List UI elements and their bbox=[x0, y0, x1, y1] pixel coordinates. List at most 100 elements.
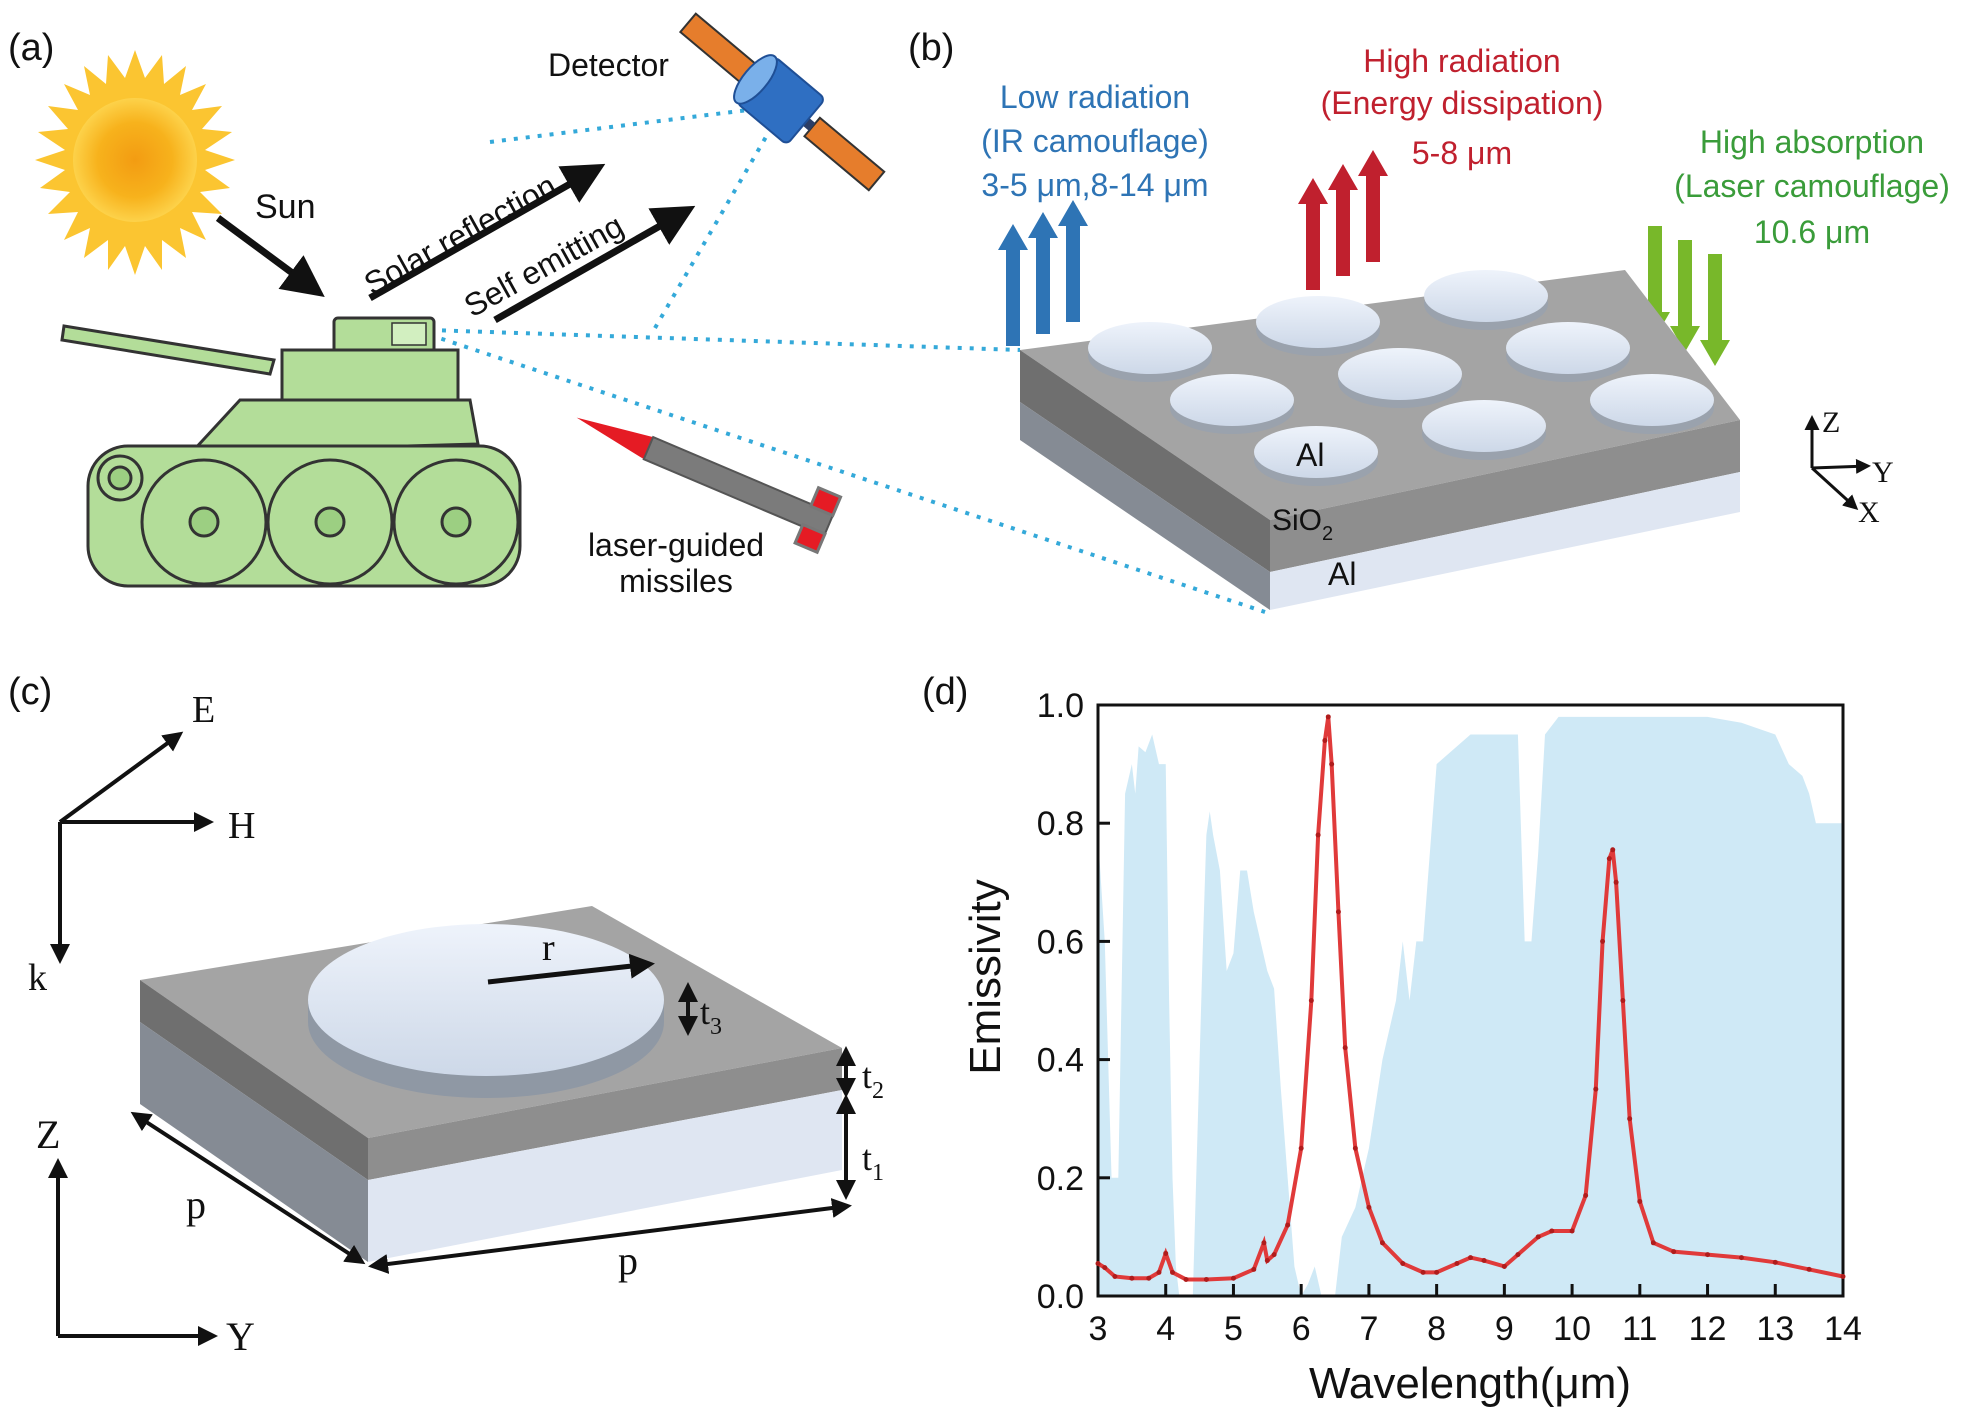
emissivity-point bbox=[1400, 1260, 1406, 1266]
emissivity-point bbox=[1322, 737, 1328, 743]
emissivity-line bbox=[1096, 716, 1844, 1282]
radius-arrow bbox=[487, 953, 655, 985]
sun-arrow bbox=[215, 215, 325, 297]
panel-c-label: (c) bbox=[8, 671, 52, 713]
disk bbox=[1170, 374, 1294, 434]
layer-al-top: Al bbox=[1296, 437, 1324, 473]
y-tick-label: 0.4 bbox=[1037, 1042, 1084, 1080]
detection-lines bbox=[429, 108, 1266, 614]
x-tick-label: 7 bbox=[1359, 1310, 1378, 1348]
x-tick-label: 13 bbox=[1756, 1310, 1794, 1348]
emissivity-point bbox=[1468, 1255, 1473, 1261]
x-tick-label: 8 bbox=[1427, 1310, 1446, 1348]
emissivity-point bbox=[1183, 1276, 1189, 1282]
axis-b-y: Y bbox=[1872, 456, 1894, 489]
emissivity-point bbox=[1535, 1234, 1541, 1240]
sun-icon bbox=[35, 50, 235, 275]
emissivity-point bbox=[1549, 1228, 1555, 1234]
t3-label: t3 bbox=[700, 992, 722, 1040]
emissivity-point bbox=[1298, 1145, 1304, 1151]
slab-sio2-right bbox=[1270, 420, 1740, 572]
x-tick-label: 12 bbox=[1689, 1310, 1727, 1348]
axis-c-y: Y bbox=[226, 1314, 255, 1359]
emissivity-point bbox=[1515, 1252, 1521, 1258]
emissivity-point bbox=[1434, 1269, 1440, 1275]
emissivity-point bbox=[1806, 1266, 1812, 1272]
slab-al-front bbox=[1020, 402, 1270, 610]
svg-text:(Energy dissipation): (Energy dissipation) bbox=[1321, 85, 1604, 121]
period-label-bottom: p bbox=[618, 1238, 638, 1283]
emissivity-point bbox=[1593, 1086, 1599, 1092]
emissivity-point bbox=[1481, 1258, 1487, 1264]
axis-c-z: Z bbox=[36, 1112, 60, 1157]
emissivity-point bbox=[1095, 1260, 1101, 1266]
layer-al-bottom: Al bbox=[1328, 556, 1356, 592]
emissivity-point bbox=[1163, 1250, 1169, 1256]
solar-reflection-arrow bbox=[368, 163, 606, 302]
al-disks bbox=[1088, 270, 1714, 486]
svg-text:SiO2: SiO2 bbox=[1272, 504, 1333, 545]
emissivity-point bbox=[1329, 761, 1335, 767]
y-tick-label: 1.0 bbox=[1037, 687, 1084, 725]
emissivity-point bbox=[1102, 1265, 1108, 1271]
emissivity-point bbox=[1156, 1269, 1162, 1275]
layer-sio2-label: SiO2 bbox=[1272, 504, 1333, 545]
axis-b-z: Z bbox=[1822, 406, 1840, 439]
missile-label-1: laser-guided bbox=[588, 527, 764, 563]
emissivity-point bbox=[1610, 847, 1616, 853]
disk bbox=[1506, 322, 1630, 382]
emissivity-point bbox=[1840, 1273, 1846, 1279]
x-tick-label: 10 bbox=[1553, 1310, 1591, 1348]
emissivity-point bbox=[1613, 879, 1619, 885]
x-tick-label: 9 bbox=[1495, 1310, 1514, 1348]
high-absorption-text: High absorption (Laser camouflage) 10.6 … bbox=[1674, 124, 1950, 250]
t1-label: t1 bbox=[862, 1138, 884, 1186]
emissivity-point bbox=[1620, 998, 1626, 1003]
high-radiation-arrows bbox=[1298, 150, 1388, 290]
emissivity-point bbox=[1671, 1249, 1677, 1255]
disk bbox=[1338, 348, 1462, 408]
panel-b: (b) Low radiation (IR camouflage) 3-5 μm… bbox=[908, 27, 1950, 610]
disk bbox=[1254, 426, 1378, 486]
disk bbox=[1256, 296, 1380, 356]
svg-text:(IR camouflage): (IR camouflage) bbox=[981, 123, 1209, 159]
tank-icon bbox=[60, 316, 522, 588]
field-k: k bbox=[28, 957, 47, 999]
emissivity-point bbox=[1271, 1252, 1277, 1258]
emissivity-point bbox=[1285, 1222, 1291, 1228]
slab-sio2-front bbox=[1020, 350, 1270, 572]
panel-c: (c) E H k r t3 t2 t1 p bbox=[8, 671, 884, 1359]
emissivity-point bbox=[1251, 1266, 1257, 1272]
unit-cell bbox=[140, 906, 842, 1262]
y-tick-label: 0.2 bbox=[1037, 1160, 1084, 1198]
disk bbox=[1424, 270, 1548, 330]
svg-text:High absorption: High absorption bbox=[1700, 124, 1924, 160]
sun-label: Sun bbox=[255, 188, 316, 226]
axis-b-x: X bbox=[1858, 496, 1880, 529]
chart-ylabel: Emissivity bbox=[961, 879, 1010, 1075]
y-tick-label: 0.6 bbox=[1037, 923, 1084, 961]
x-tick-label: 3 bbox=[1089, 1310, 1108, 1348]
x-tick-label: 6 bbox=[1292, 1310, 1311, 1348]
svg-text:(Laser camouflage): (Laser camouflage) bbox=[1674, 168, 1950, 204]
low-radiation-text: Low radiation (IR camouflage) 3-5 μm,8-1… bbox=[981, 79, 1209, 203]
emissivity-point bbox=[1420, 1269, 1426, 1275]
disk bbox=[1422, 400, 1546, 460]
svg-text:5-8 μm: 5-8 μm bbox=[1412, 135, 1512, 171]
emissivity-point bbox=[1606, 856, 1612, 862]
emissivity-point bbox=[1261, 1240, 1267, 1246]
panel-a-label: (a) bbox=[8, 27, 54, 69]
emissivity-point bbox=[1772, 1259, 1778, 1265]
period-label-left: p bbox=[186, 1182, 206, 1227]
x-tick-label: 4 bbox=[1156, 1310, 1175, 1348]
emissivity-point bbox=[1379, 1240, 1385, 1246]
emissivity-point bbox=[1366, 1204, 1372, 1210]
emissivity-point bbox=[1454, 1260, 1460, 1266]
emissivity-point bbox=[1738, 1255, 1744, 1261]
emissivity-point bbox=[1112, 1273, 1118, 1279]
panel-d-label: (d) bbox=[922, 671, 968, 713]
emissivity-point bbox=[1583, 1193, 1589, 1199]
emissivity-point bbox=[1352, 1145, 1358, 1151]
